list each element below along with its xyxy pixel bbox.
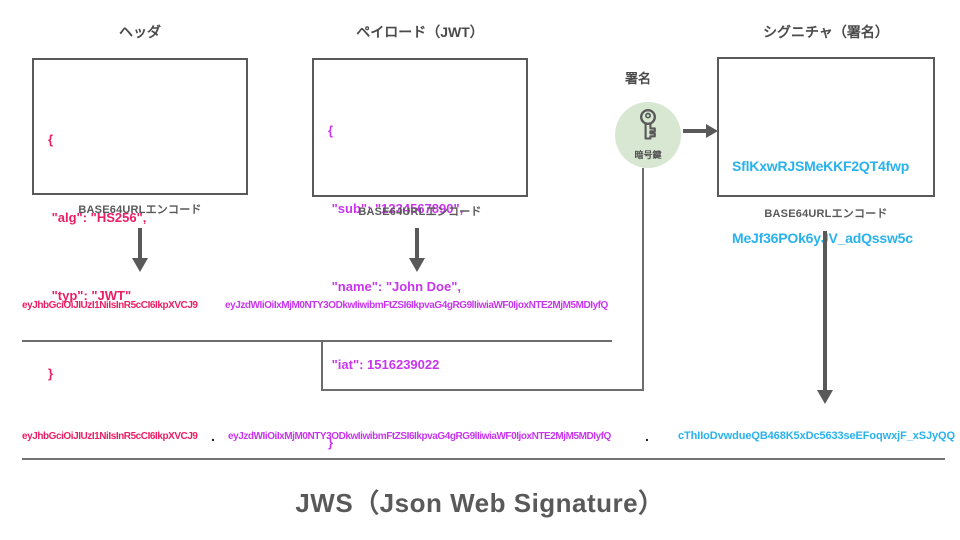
payload-encoded-string: eyJzdWIiOiIxMjM0NTY3ODkwIiwibmFtZSI6Ikpv… [225, 300, 608, 311]
payload-code-line: "sub": "1234567890", [328, 201, 464, 216]
key-label: 暗号鍵 [634, 150, 662, 160]
payload-encode-label: BASE64URLエンコード [358, 206, 482, 218]
jws-payload-part: eyJzdWIiOiIxMjM0NTY3ODkwIiwibmFtZSI6Ikpv… [228, 431, 611, 442]
payload-code-line: { [328, 123, 334, 138]
header-box-title: ヘッダ [119, 24, 161, 40]
header-code-line: "alg": "HS256", [48, 210, 147, 225]
signing-label: 署名 [624, 71, 651, 86]
header-down-arrowhead-icon [132, 258, 148, 272]
signature-box: SflKxwRJSMeKKF2QT4fwp MeJf36POk6yJV_adQs… [717, 57, 935, 246]
header-encoded-string: eyJhbGciOiJIUzI1NiIsInR5cCI6IkpXVCJ9 [22, 300, 198, 311]
divider-line [22, 458, 945, 460]
signature-encode-label: BASE64URLエンコード [764, 208, 888, 220]
header-down-arrow-icon [138, 228, 142, 259]
header-code-line: { [48, 132, 54, 147]
payload-box: { "sub": "1234567890", "name": "John Doe… [312, 58, 528, 450]
encryption-key-badge: 暗号鍵 [615, 102, 681, 168]
jws-dot-separator: . [645, 428, 649, 444]
sign-right-arrow-icon [683, 129, 707, 133]
jws-dot-separator: . [211, 428, 215, 444]
payload-code-line: } [328, 435, 334, 450]
signature-down-arrowhead-icon [817, 390, 833, 404]
connector-elbow-horizontal [321, 389, 644, 391]
payload-code-line: "iat": 1516239022 [328, 357, 440, 372]
header-box: { "alg": "HS256", "typ": "JWT" } [32, 58, 248, 381]
sign-right-arrowhead-icon [706, 124, 718, 138]
signature-code-line: MeJf36POk6yJV_adQssw5c [732, 226, 933, 250]
jws-header-part: eyJhbGciOiJIUzI1NiIsInR5cCI6IkpXVCJ9 [22, 431, 198, 442]
connector-key-vertical [642, 168, 644, 391]
header-code-line: } [48, 366, 54, 381]
signature-box-title: シグニチャ（署名） [763, 24, 889, 40]
connector-elbow-vertical [321, 340, 323, 391]
payload-box-title: ペイロード（JWT） [356, 24, 484, 40]
signature-down-arrow-icon [823, 231, 827, 391]
key-icon [639, 108, 657, 140]
jws-signature-part: cThIIoDvwdueQB468K5xDc5633seEFoqwxjF_xSJ… [678, 430, 955, 442]
payload-down-arrow-icon [415, 228, 419, 259]
signature-code-line: SflKxwRJSMeKKF2QT4fwp [732, 158, 910, 174]
payload-code-line: "name": "John Doe", [328, 279, 462, 294]
connector-underline [22, 340, 612, 342]
header-code-line: "typ": "JWT" [48, 288, 132, 303]
diagram-title: JWS（Json Web Signature） [295, 488, 665, 518]
header-encode-label: BASE64URLエンコード [78, 204, 202, 216]
payload-down-arrowhead-icon [409, 258, 425, 272]
